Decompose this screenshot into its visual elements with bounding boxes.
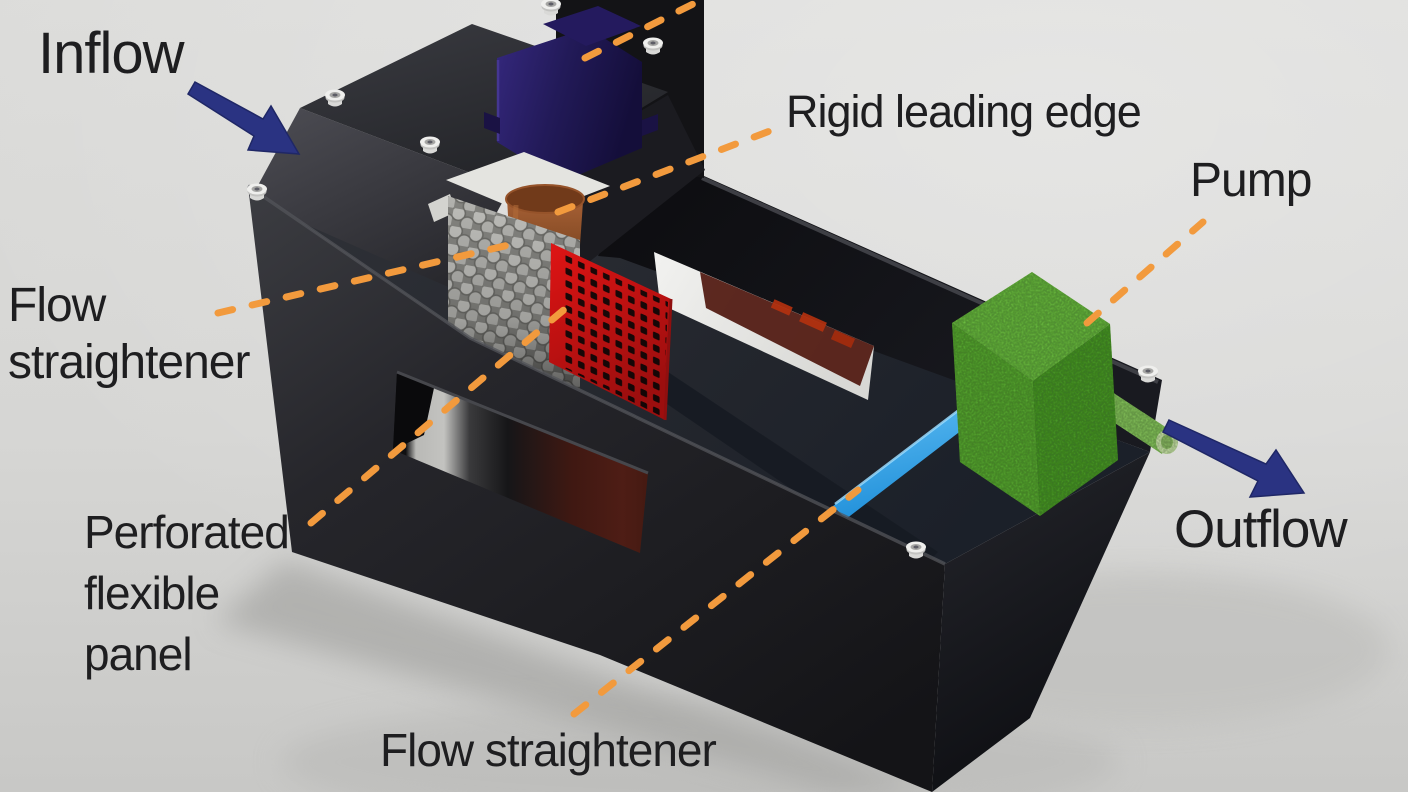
screw-icon <box>1138 365 1158 383</box>
annotation-line-flow-straightener-upper <box>214 240 517 317</box>
perforated-flexible-panel <box>549 243 673 421</box>
servo-motor <box>484 6 658 182</box>
inflow-arrow-icon <box>186 80 301 155</box>
annotation-line-pump <box>1083 218 1207 327</box>
screw-icon <box>247 183 267 201</box>
screw-icon <box>643 37 663 55</box>
annotation-line-flow-straightener-lower <box>570 486 862 718</box>
window-red-glints <box>770 299 856 349</box>
label-rigid-leading-edge: Rigid leading edge <box>786 86 1142 137</box>
pump-right-face <box>1033 324 1118 516</box>
servo-flange-left <box>484 112 500 134</box>
annotation-line-rigid-leading-edge <box>554 125 779 216</box>
label-flow-straightener-upper-line1: Flow <box>8 279 106 332</box>
servo-motor-body <box>497 28 642 182</box>
screw-icon <box>906 541 926 559</box>
label-perforated-panel-line3: panel <box>84 628 193 681</box>
label-perforated-panel-line1: Perforated <box>84 506 290 558</box>
screw-icon <box>420 136 440 154</box>
pump-sponge <box>952 272 1178 516</box>
servo-flange-right <box>642 114 658 136</box>
label-flow-straightener-lower: Flow straightener <box>380 724 717 776</box>
pump-top-face <box>952 272 1110 381</box>
label-flow-straightener-upper-line2: straightener <box>8 335 250 389</box>
annotation-line-perforated-panel <box>307 304 570 527</box>
pump-outlet-tube <box>1098 388 1170 454</box>
label-inflow: Inflow <box>38 21 185 86</box>
label-outflow: Outflow <box>1174 500 1348 559</box>
annotation-line-servo-motor <box>581 0 708 62</box>
flow-straightener-tube <box>833 396 988 519</box>
tank-right-face <box>932 452 1150 792</box>
outflow-arrow-icon <box>1161 419 1306 498</box>
pump-outlet-hole <box>1161 435 1173 449</box>
label-servo-motor: Servo Motor <box>686 0 943 3</box>
label-pump: Pump <box>1190 154 1312 207</box>
inflow-plenum-front-face <box>250 108 510 290</box>
pump-left-face <box>952 323 1040 516</box>
servo-motor-cap <box>543 6 641 46</box>
viewing-window-upper-reflection <box>700 272 874 386</box>
front-top-bevel <box>247 184 946 566</box>
screw-icon <box>325 89 345 107</box>
label-perforated-panel-line2: flexible <box>84 567 220 620</box>
